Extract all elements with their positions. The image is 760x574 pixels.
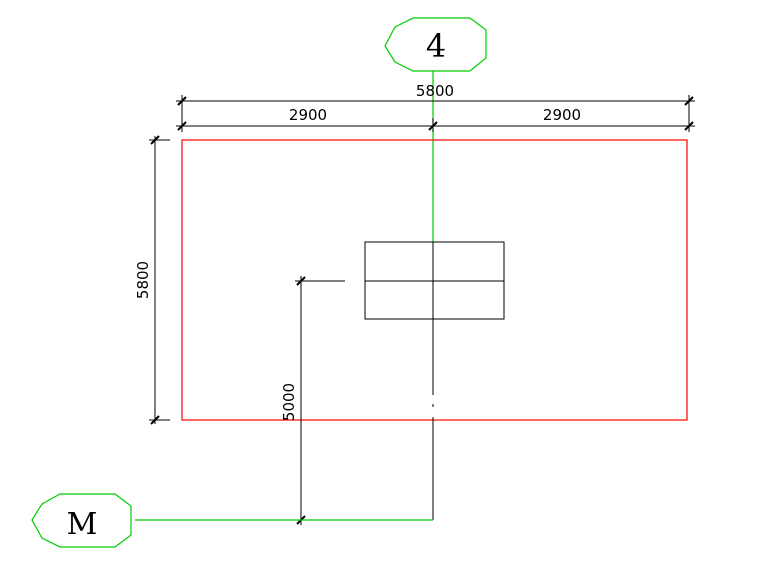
top-dimensions	[176, 95, 695, 132]
foundation-outline	[181, 139, 688, 421]
offset-dimension	[295, 276, 345, 525]
overall-height-text: 5800	[134, 261, 152, 299]
tick-mark	[177, 96, 187, 106]
left-height-dimension	[149, 135, 170, 425]
axis-bubble-outline	[384, 17, 487, 72]
offset-text: 5000	[280, 383, 298, 421]
tick-mark	[177, 121, 187, 131]
axis-m-bubble: M	[31, 493, 132, 548]
tick-mark	[684, 121, 694, 131]
axis-bubble-outline	[31, 493, 132, 548]
axis-4-bubble: 4	[384, 17, 487, 72]
tick-mark	[150, 135, 160, 145]
overall-width-text: 5800	[416, 82, 454, 100]
axis-m-label: M	[67, 507, 98, 542]
tick-mark	[150, 415, 160, 425]
axis-4-label: 4	[426, 27, 446, 65]
left-span-text: 2900	[289, 106, 327, 124]
tick-mark	[296, 276, 306, 286]
tick-mark	[684, 96, 694, 106]
tick-mark	[428, 121, 438, 131]
right-span-text: 2900	[543, 106, 581, 124]
